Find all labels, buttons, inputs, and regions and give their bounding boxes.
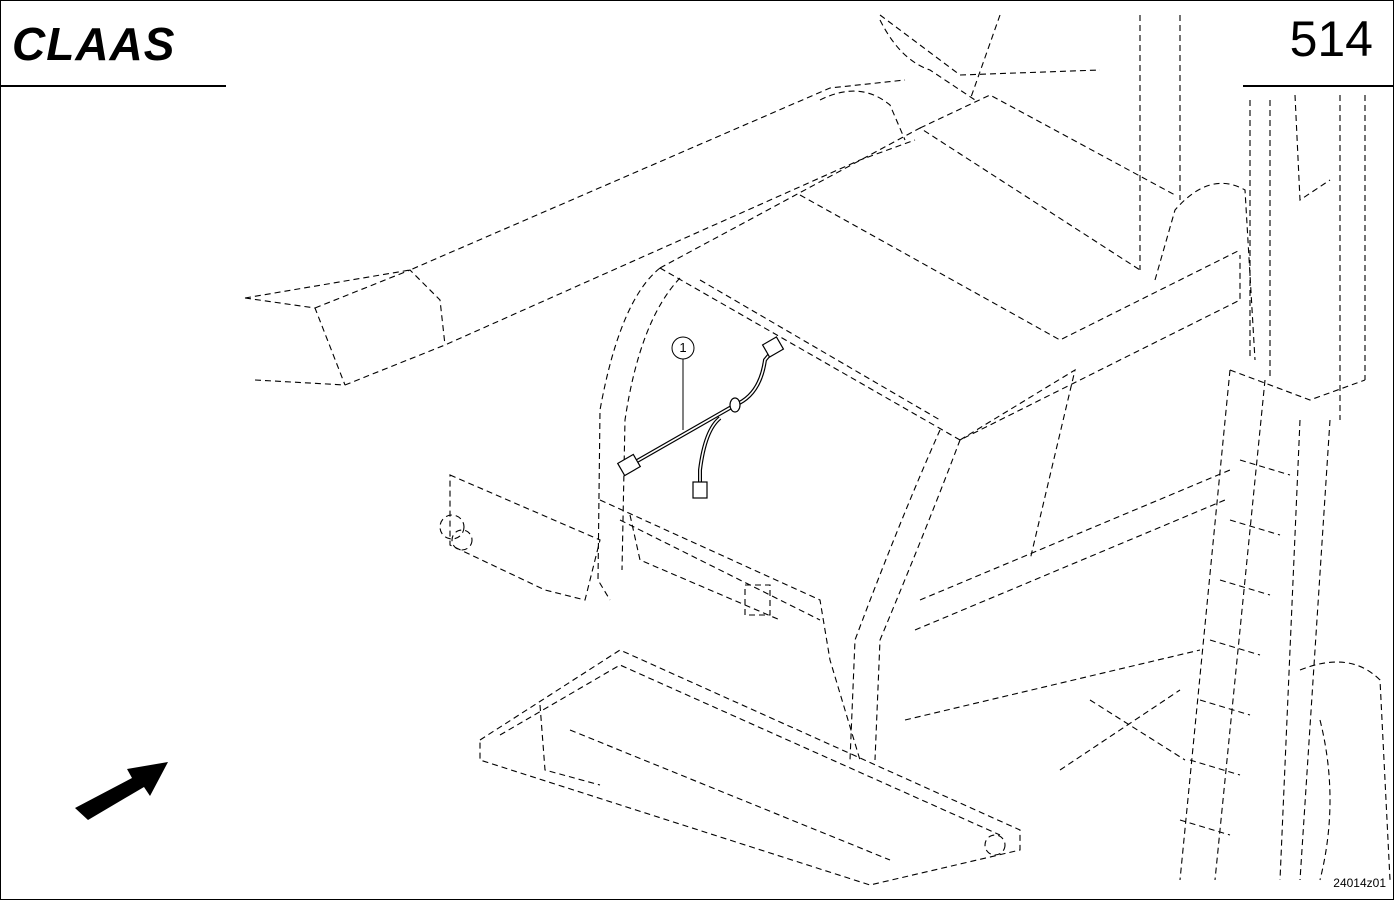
callout-label: 1 xyxy=(679,340,687,355)
hidden-lines xyxy=(244,14,1391,886)
page-number-rule xyxy=(1243,85,1394,87)
connectors xyxy=(616,336,785,499)
wire-harness xyxy=(629,346,777,488)
direction-arrow-icon xyxy=(75,762,168,820)
claas-logo: CLAAS xyxy=(12,20,175,68)
page-number: 514 xyxy=(1289,11,1373,67)
brand-wordmark: CLAAS xyxy=(12,20,175,68)
figure-code: 24014z01 xyxy=(1333,876,1386,890)
logo-rule xyxy=(0,85,226,87)
